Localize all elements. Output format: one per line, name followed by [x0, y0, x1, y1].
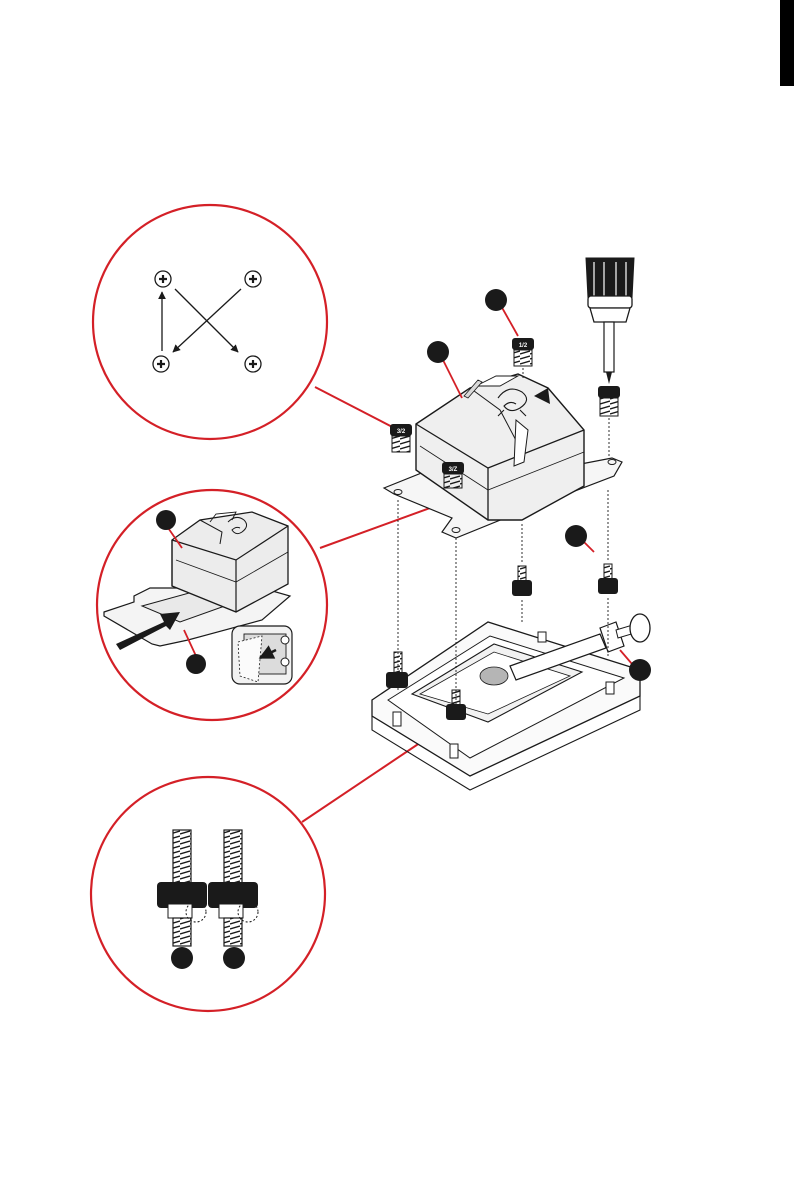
step-marker: [565, 525, 587, 547]
screw-head-icon: [245, 271, 261, 287]
standoff-screw: [386, 500, 408, 690]
captive-screw: 3/Z: [442, 462, 464, 488]
step-marker: [427, 341, 449, 363]
step-marker: [629, 659, 651, 681]
screw-head-icon: [245, 356, 261, 372]
step-marker: [485, 289, 507, 311]
screw-order-label: 3/2: [397, 429, 406, 435]
step-marker: [171, 947, 193, 969]
tightening-order-callout: [93, 205, 402, 439]
captive-screw: [598, 386, 620, 458]
screw-order-label: 1/2: [519, 343, 528, 349]
thermal-paste-dot: [480, 667, 508, 685]
screw-head-icon: [155, 271, 171, 287]
standoff-orientation-callout: [91, 720, 454, 1011]
captive-screw: 3/2: [390, 424, 412, 452]
screw-head-icon: [153, 356, 169, 372]
captive-screw: 1/2: [512, 338, 534, 380]
step-marker: [223, 947, 245, 969]
step-marker: [156, 510, 176, 530]
screw-order-label: 3/Z: [449, 467, 458, 473]
screwdriver-icon: [586, 258, 634, 384]
step-marker: [186, 654, 206, 674]
film-peel-inset: [232, 626, 292, 684]
standoff-screw: [512, 524, 532, 624]
pump-block: [384, 374, 622, 538]
